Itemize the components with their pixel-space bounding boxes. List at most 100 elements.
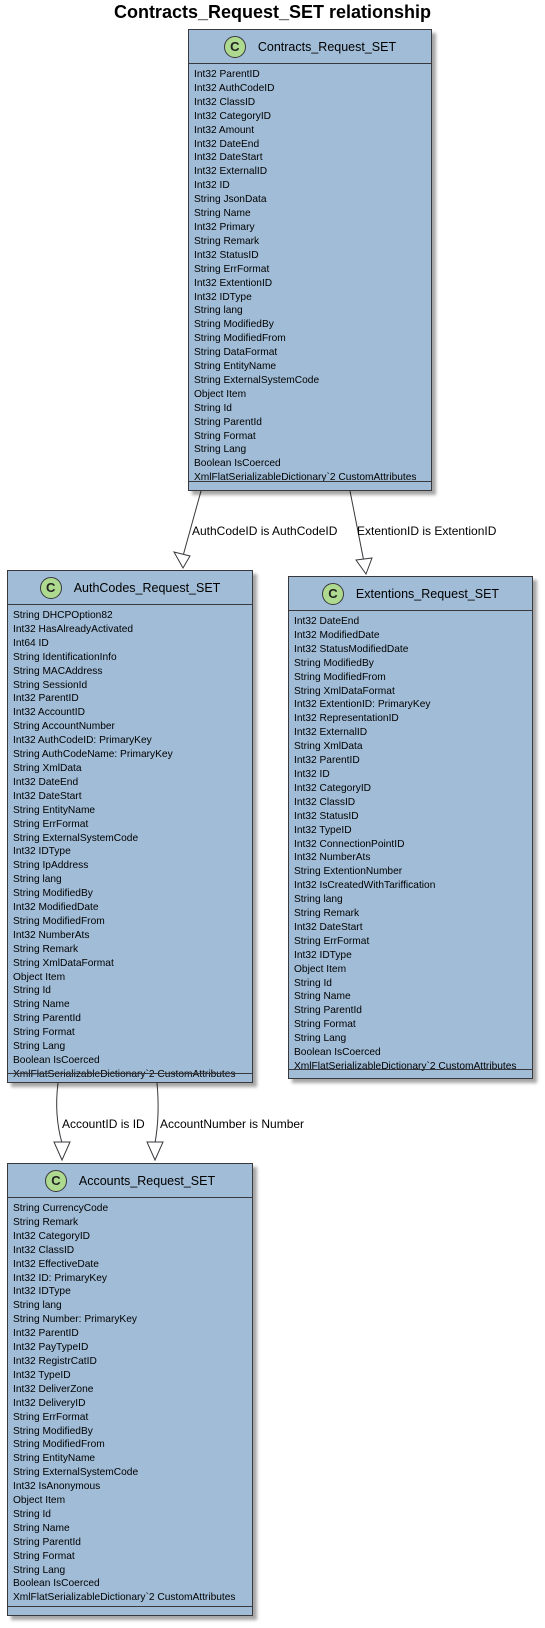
class-attribute: String AccountNumber: [13, 721, 115, 733]
relation-line-accountid: [56, 1082, 63, 1144]
class-contracts-request-set[interactable]: C Contracts_Request_SET Int32 ParentID In…: [188, 29, 432, 491]
class-attribute: String ExternalSystemCode: [13, 832, 139, 844]
class-attribute: Int32 DateStart: [13, 790, 82, 802]
class-attribute: XmlFlatSerializableDictionary`2 CustomAt…: [13, 1592, 236, 1604]
class-attribute: Int32 ClassID: [13, 1244, 75, 1256]
class-attribute: Boolean IsCoerced: [294, 1047, 381, 1059]
class-attribute: Int32 ConnectionPointID: [294, 838, 405, 850]
class-attribute: String Remark: [294, 908, 360, 920]
class-attribute: String ParentId: [13, 1013, 81, 1025]
class-attribute: String lang: [13, 1300, 62, 1312]
class-attribute: String ModifiedBy: [294, 657, 374, 669]
class-attribute: Int32 ParentID: [194, 69, 260, 80]
class-attribute: Int32 ModifiedDate: [13, 902, 99, 914]
class-attribute: String Name: [13, 999, 70, 1011]
class-attribute: String lang: [294, 894, 343, 906]
class-attribute: String Id: [294, 977, 332, 989]
methods-section: [289, 1069, 532, 1078]
class-attribute: Int32 IDType: [294, 949, 352, 961]
relation-line-extention: [349, 490, 365, 563]
class-attribute: String ParentId: [294, 1005, 362, 1017]
class-attribute: Int32 CategoryID: [13, 1230, 91, 1242]
class-name: Extentions_Request_SET: [355, 586, 500, 601]
class-attribute: String XmlDataFormat: [294, 685, 395, 697]
class-attribute: String ErrFormat: [194, 263, 270, 275]
class-attribute: Int32 DateEnd: [13, 776, 79, 788]
class-attribute: XmlFlatSerializableDictionary`2 CustomAt…: [294, 1061, 517, 1072]
class-attribute: Int32 PayTypeID: [13, 1342, 89, 1354]
class-attribute: String XmlData: [294, 741, 363, 753]
inheritance-arrow: [146, 1141, 164, 1162]
class-attribute: Int32 AuthCodeID: PrimaryKey: [13, 735, 152, 747]
class-attribute: Int32 DateEnd: [194, 138, 260, 150]
class-attribute: String ModifiedFrom: [194, 333, 286, 345]
class-attribute: Int32 AccountID: [13, 707, 85, 719]
class-attribute: Int32 ExtentionID: PrimaryKey: [294, 699, 431, 711]
class-attribute: String Format: [13, 1027, 75, 1039]
class-attribute: Int32 ID: PrimaryKey: [13, 1272, 107, 1284]
class-attribute: Int32 IDType: [194, 291, 252, 303]
class-attribute: Int32 ID: [294, 768, 330, 780]
class-name: Contracts_Request_SET: [257, 39, 397, 54]
class-attribute: Int32 StatusID: [194, 249, 259, 261]
class-attribute: String ModifiedBy: [13, 888, 93, 900]
class-attribute: Int32 EffectiveDate: [13, 1258, 99, 1270]
inheritance-arrow: [53, 1141, 71, 1162]
class-authcodes-request-set[interactable]: C AuthCodes_Request_SET String DHCPOptio…: [7, 570, 253, 1083]
class-attribute: Boolean IsCoerced: [13, 1578, 100, 1590]
class-attribute: Int32 ParentID: [13, 693, 79, 705]
class-attribute: String Remark: [13, 943, 79, 955]
class-attribute: Int32 RegistrCatID: [13, 1355, 97, 1367]
class-attribute: String Id: [194, 402, 232, 414]
class-attribute: XmlFlatSerializableDictionary`2 CustomAt…: [194, 472, 417, 484]
class-attribute: String ExternalSystemCode: [13, 1467, 139, 1479]
class-attribute: Int32 AuthCodeID: [194, 82, 275, 94]
class-attribute: String Remark: [13, 1216, 79, 1228]
class-header: C Extentions_Request_SET: [289, 577, 532, 611]
class-attribute: String EntityName: [194, 361, 277, 373]
class-attribute: String ModifiedBy: [194, 319, 274, 331]
class-c-icon: C: [39, 576, 62, 599]
class-attribute: String ExternalSystemCode: [194, 374, 320, 386]
class-attribute: Int32 DateStart: [194, 152, 263, 164]
class-attribute: Int32 StatusModifiedDate: [294, 643, 409, 655]
class-attribute: String Format: [194, 430, 256, 442]
class-attribute: Int32 ModifiedDate: [294, 629, 380, 641]
class-attribute: Object Item: [194, 388, 247, 400]
class-attribute: String XmlData: [13, 762, 82, 774]
class-attribute: String Lang: [13, 1041, 66, 1053]
class-attribute: Int32 NumberAts: [13, 929, 90, 941]
class-attribute: Int32 ExternalID: [294, 727, 368, 739]
class-header: C Contracts_Request_SET: [189, 30, 431, 64]
class-attribute: Int32 DeliveryID: [13, 1397, 86, 1409]
class-attribute: String Format: [13, 1550, 75, 1562]
class-attribute: Boolean IsCoerced: [13, 1055, 100, 1066]
class-attribute: String IpAddress: [13, 860, 89, 872]
relation-label: AccountNumber is Number: [160, 1117, 305, 1131]
class-attribute: String EntityName: [13, 804, 96, 816]
class-attribute: String ModifiedFrom: [294, 671, 386, 683]
class-attribute: String DHCPOption82: [13, 610, 113, 621]
class-attribute: Int32 IDType: [13, 846, 71, 858]
relation-line-accountnumber: [154, 1082, 159, 1144]
class-attribute: Int32 TypeID: [294, 824, 352, 836]
class-attribute: String lang: [13, 874, 62, 886]
class-attribute: Int32 TypeID: [13, 1369, 71, 1381]
class-attribute: String ModifiedFrom: [13, 1439, 105, 1451]
methods-section: [189, 481, 431, 490]
class-attribute: Int32 Primary: [194, 221, 255, 233]
relation-line-authcode: [182, 490, 202, 557]
class-header: C Accounts_Request_SET: [8, 1164, 252, 1198]
class-attribute: String Lang: [294, 1033, 347, 1045]
class-attribute: Int32 ExternalID: [194, 166, 268, 178]
class-attribute: Int32 ParentID: [13, 1328, 79, 1340]
class-attribute: String Lang: [13, 1564, 66, 1576]
class-attribute: Int32 IDType: [13, 1286, 71, 1298]
class-accounts-request-set[interactable]: C Accounts_Request_SET String CurrencyCo…: [7, 1163, 253, 1616]
class-attribute: Int32 CategoryID: [194, 110, 272, 122]
class-attribute: String ModifiedFrom: [13, 915, 105, 927]
